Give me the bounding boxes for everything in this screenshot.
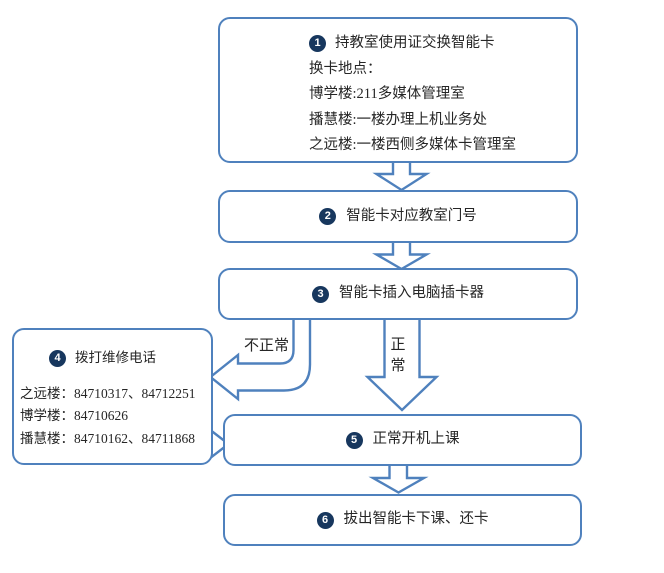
abnormal-branch-label: 不正常 [244,338,290,354]
down-arrow-step5-to-step6-icon [368,462,429,494]
step2-number-badge: 2 [319,208,337,225]
step3-box: 3 智能卡插入电脑插卡器 [218,268,578,320]
step4-phone-line: 播慧楼：84710162、84711868 [20,430,195,446]
step1-title-line: 1 持教室使用证交换智能卡 [309,31,568,57]
step1-title: 持教室使用证交换智能卡 [335,35,495,51]
step2-box: 2 智能卡对应教室门号 [218,190,578,243]
step4-phone-line: 之远楼：84710317、84712251 [20,385,196,401]
step4-title-line: 4 拨打维修电话 [49,347,207,370]
bent-arrow-step3-to-step4-icon [208,316,312,402]
step4-box: 4 拨打维修电话 之远楼：84710317、84712251 博学楼：84710… [12,328,213,465]
step1-box: 1 持教室使用证交换智能卡 换卡地点： 博学楼:211多媒体管理室 播慧楼:一楼… [218,17,578,163]
normal-branch-label: 正常 [390,337,406,374]
step1-detail-line: 之远楼:一楼西侧多媒体卡管理室 [309,137,517,153]
step3-number-badge: 3 [312,285,329,303]
down-arrow-normal-step3-to-step5-icon [364,316,440,412]
step1-detail-line: 播慧楼:一楼办理上机业务处 [309,111,488,128]
step2-title: 智能卡对应教室门号 [346,207,477,224]
step5-box: 5 正常开机上课 [223,414,582,466]
step4-title: 拨打维修电话 [75,350,156,365]
step4-phone-line: 博学楼：84710626 [20,408,128,423]
step1-detail-line: 换卡地点： [309,60,382,77]
step6-box: 6 拔出智能卡下课、还卡 [223,494,582,546]
step6-title: 拔出智能卡下课、还卡 [343,511,489,528]
step1-number-badge: 1 [309,35,326,53]
step6-number-badge: 6 [316,511,334,529]
down-arrow-step2-to-step3-icon [372,239,431,271]
step1-detail-line: 博学楼:211多媒体管理室 [309,86,465,102]
step5-title: 正常开机上课 [372,431,460,448]
step5-number-badge: 5 [345,431,363,449]
step4-number-badge: 4 [49,349,66,367]
down-arrow-step1-to-step2-icon [372,158,431,192]
step3-title: 智能卡插入电脑插卡器 [339,285,484,302]
